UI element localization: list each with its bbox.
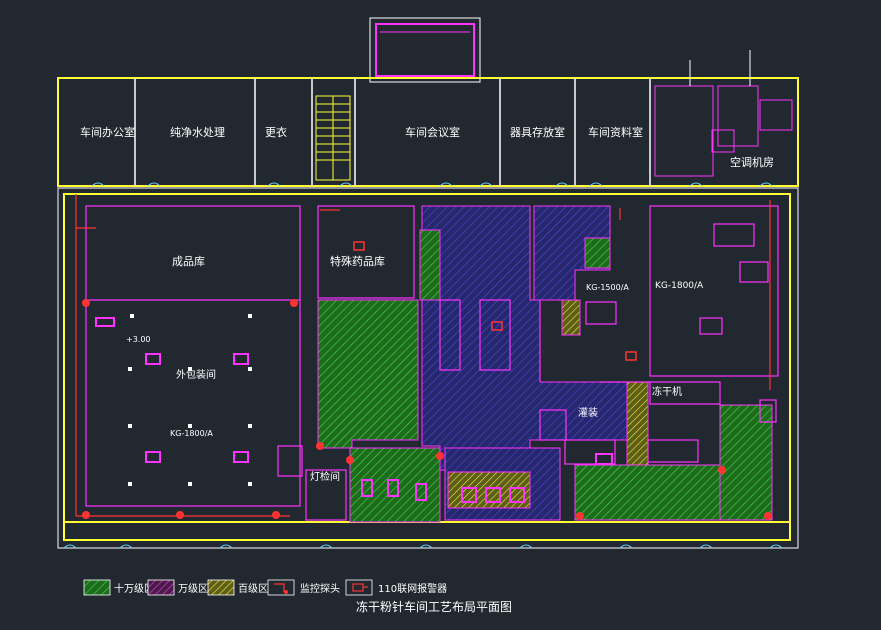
columns (128, 314, 252, 486)
note-model-2: KG-1500/A (586, 283, 629, 292)
alarm-icons (353, 241, 637, 361)
legend-label-camera: 监控探头 (300, 582, 340, 595)
legend-swatch-100 (207, 579, 235, 596)
room-pure-water: 纯净水处理 (170, 125, 225, 139)
zones (317, 205, 773, 523)
legend-label-100k: 十万级区 (114, 582, 154, 595)
alarm-icon (345, 579, 373, 596)
note-model-3: KG-1800/A (170, 429, 213, 438)
legend: 十万级区 万级区 百级区 监控探头 110联网报警器 (83, 579, 447, 596)
room-changing: 更衣 (265, 125, 287, 139)
note-model-1: KG-1800/A (655, 281, 704, 291)
legend-label-100: 百级区 (238, 583, 268, 595)
north-dividers (134, 78, 651, 186)
partitions (85, 205, 779, 521)
room-lamp-check: 灯检间 (310, 470, 340, 483)
camera-markers (82, 299, 772, 520)
room-special-goods: 特殊药品库 (330, 254, 385, 268)
stairs (315, 95, 351, 181)
outer-walls (57, 77, 799, 549)
room-outer-pack: 外包装间 (176, 368, 216, 381)
camera-icon (267, 579, 295, 596)
room-store-a: 器具存放室 (510, 125, 565, 139)
wall-markers (63, 182, 783, 549)
room-office: 车间办公室 (80, 125, 135, 139)
legend-swatch-100k (83, 579, 111, 596)
room-labels: 车间办公室 纯净水处理 更衣 车间会议室 器具存放室 车间资料室 空调机房 成品… (80, 125, 774, 483)
legend-swatch-10k (147, 579, 175, 596)
room-finished-goods: 成品库 (172, 255, 205, 268)
room-store-b: 车间资料室 (588, 125, 643, 139)
legend-label-alarm: 110联网报警器 (378, 582, 447, 595)
room-aircon: 空调机房 (730, 155, 774, 169)
legend-label-10k: 万级区 (178, 583, 208, 595)
aircon-equipment (654, 50, 793, 177)
room-freeze-dryer: 冻干机 (652, 385, 682, 398)
drawing-title: 冻干粉针车间工艺布局平面图 (356, 599, 512, 614)
room-filling: 灌装 (578, 406, 598, 419)
roof-tower (369, 17, 481, 83)
room-meeting: 车间会议室 (405, 125, 460, 139)
equipment (95, 317, 613, 503)
note-elev: +3.00 (126, 335, 151, 344)
